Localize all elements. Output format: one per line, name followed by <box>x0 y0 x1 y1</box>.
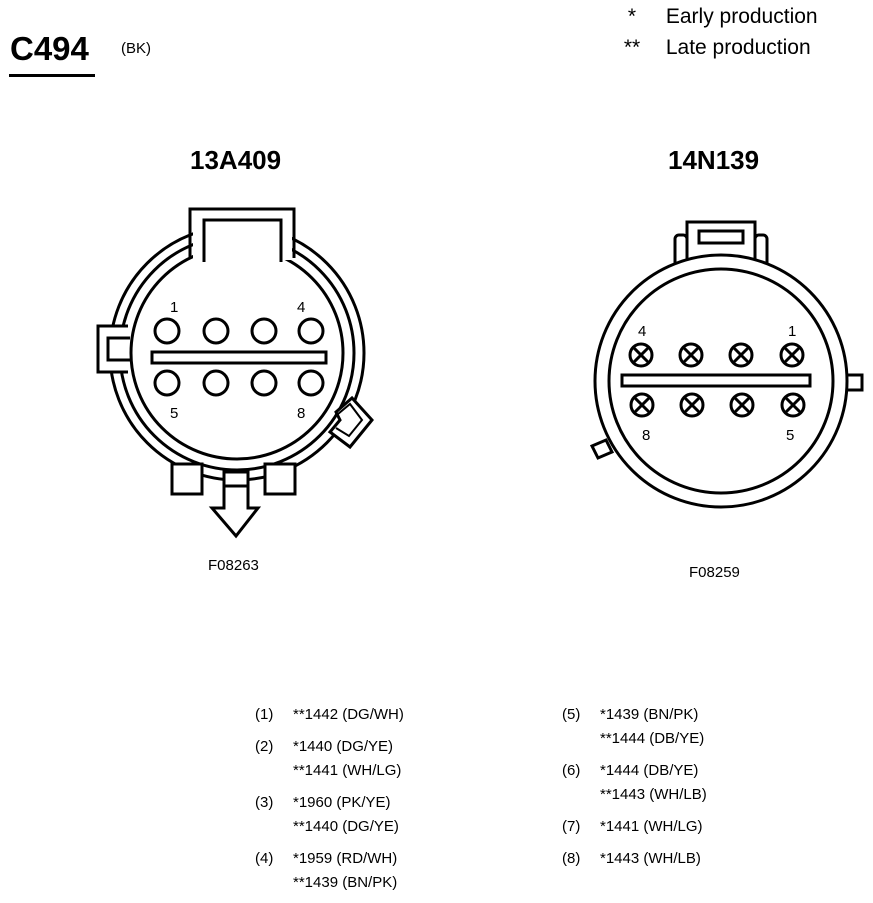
legend-label: Late production <box>665 36 811 59</box>
pin-label-top-left: 4 <box>638 323 647 340</box>
pin-number: (3) <box>255 794 274 811</box>
pin-circuit: **1443 (WH/LB) <box>600 786 707 803</box>
pin-number: (5) <box>562 706 581 723</box>
figure-code-13a409: F08263 <box>208 557 259 574</box>
pin-label-top-left: 1 <box>170 299 179 316</box>
legend-symbol: ** <box>623 36 641 59</box>
pin-circuit: **1444 (DB/YE) <box>600 730 705 747</box>
pin-number: (7) <box>562 818 581 835</box>
pin-label-top-right: 1 <box>788 323 797 340</box>
pin-number: (1) <box>255 706 274 723</box>
pin-number: (8) <box>562 850 581 867</box>
pin-label-top-right: 4 <box>297 299 306 316</box>
pin-circuit: **1440 (DG/YE) <box>293 818 399 835</box>
pin-circuit: *1443 (WH/LB) <box>600 850 701 867</box>
pin-circuit: *1960 (PK/YE) <box>293 794 391 811</box>
pin-label-bottom-left: 8 <box>642 427 651 444</box>
pin-circuit: **1442 (DG/WH) <box>293 706 404 723</box>
figure-code-14n139: F08259 <box>689 564 740 581</box>
pin-label-bottom-right: 8 <box>297 405 306 422</box>
pin-circuit: *1959 (RD/WH) <box>293 850 398 867</box>
pin-number: (2) <box>255 738 274 755</box>
title-underline <box>9 74 95 77</box>
connector-14n139-label: 14N139 <box>668 145 760 175</box>
pin-assignment-table: (1) **1442 (DG/WH) (2) *1440 (DG/YE) **14… <box>255 703 855 903</box>
connector-id-title: C494 <box>10 30 89 67</box>
legend-label: Early production <box>665 5 818 28</box>
pin-label-bottom-right: 5 <box>786 427 795 444</box>
connector-13a409-label: 13A409 <box>190 145 282 175</box>
pin-circuit: *1440 (DG/YE) <box>293 738 394 755</box>
pin-label-bottom-left: 5 <box>170 405 179 422</box>
pin-circuit: *1439 (BN/PK) <box>600 706 699 723</box>
pin-circuit: **1441 (WH/LG) <box>293 762 402 779</box>
pin-circuit: *1441 (WH/LG) <box>600 818 703 835</box>
pin-number: (4) <box>255 850 274 867</box>
legend-early: * Early production <box>612 5 818 29</box>
legend-symbol: * <box>627 5 637 28</box>
pin-circuit: **1439 (BN/PK) <box>293 874 398 891</box>
legend-late: ** Late production <box>612 36 811 60</box>
pin-circuit: *1444 (DB/YE) <box>600 762 699 779</box>
connector-color-code: (BK) <box>121 40 151 57</box>
pin-number: (6) <box>562 762 581 779</box>
